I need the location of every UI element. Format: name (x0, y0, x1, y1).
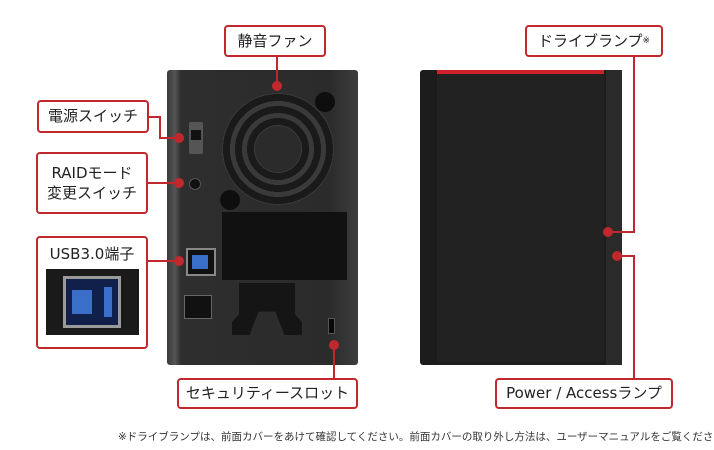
side-rail (606, 70, 622, 365)
footnote: ※ドライブランプは、前面カバーをあけて確認してください。前面カバーの取り外し方法… (118, 431, 714, 443)
screw (315, 92, 335, 112)
pointer-dot (174, 133, 184, 143)
callout-security-slot: セキュリティースロット (177, 378, 358, 409)
label-power-switch: 電源スイッチ (47, 107, 138, 126)
device-front-view (420, 70, 622, 365)
note-mark: ※ (642, 35, 651, 46)
stand-cutout (232, 283, 302, 335)
label-fan: 静音ファン (237, 31, 313, 50)
pointer-dot (174, 256, 184, 266)
label-raid-line1: RAIDモード (51, 163, 133, 182)
power-switch[interactable] (189, 122, 203, 154)
label-drive-lamp: ドライブランプ (537, 31, 643, 50)
callout-raid-switch: RAIDモード変更スイッチ (36, 152, 148, 214)
fan-hub (255, 126, 301, 172)
device-back-view (167, 70, 358, 365)
screw (220, 190, 240, 210)
front-cover-red-edge (437, 70, 604, 74)
pointer-dot (272, 81, 282, 91)
label-usb: USB3.0端子 (49, 245, 135, 263)
front-cover[interactable] (437, 74, 604, 362)
dc-jack[interactable] (184, 295, 212, 319)
label-power-access-lamp: Power / Accessランプ (506, 384, 662, 403)
pointer-dot (329, 340, 339, 350)
callout-power-switch: 電源スイッチ (37, 100, 149, 133)
usb-port-closeup (45, 269, 139, 336)
label-security-slot: セキュリティースロット (185, 384, 350, 403)
callout-usb: USB3.0端子 (36, 236, 148, 349)
pointer-dot (612, 251, 622, 261)
callout-fan: 静音ファン (224, 25, 326, 57)
pointer-dot (174, 178, 184, 188)
security-slot[interactable] (328, 318, 335, 334)
usb-port[interactable] (186, 248, 216, 276)
raid-button[interactable] (189, 178, 201, 190)
label-raid-line2: 変更スイッチ (46, 184, 137, 202)
callout-drive-lamp: ドライブランプ※ (525, 25, 663, 57)
pointer-dot (603, 227, 613, 237)
label-plate (222, 212, 347, 280)
callout-power-access-lamp: Power / Accessランプ (495, 378, 673, 409)
